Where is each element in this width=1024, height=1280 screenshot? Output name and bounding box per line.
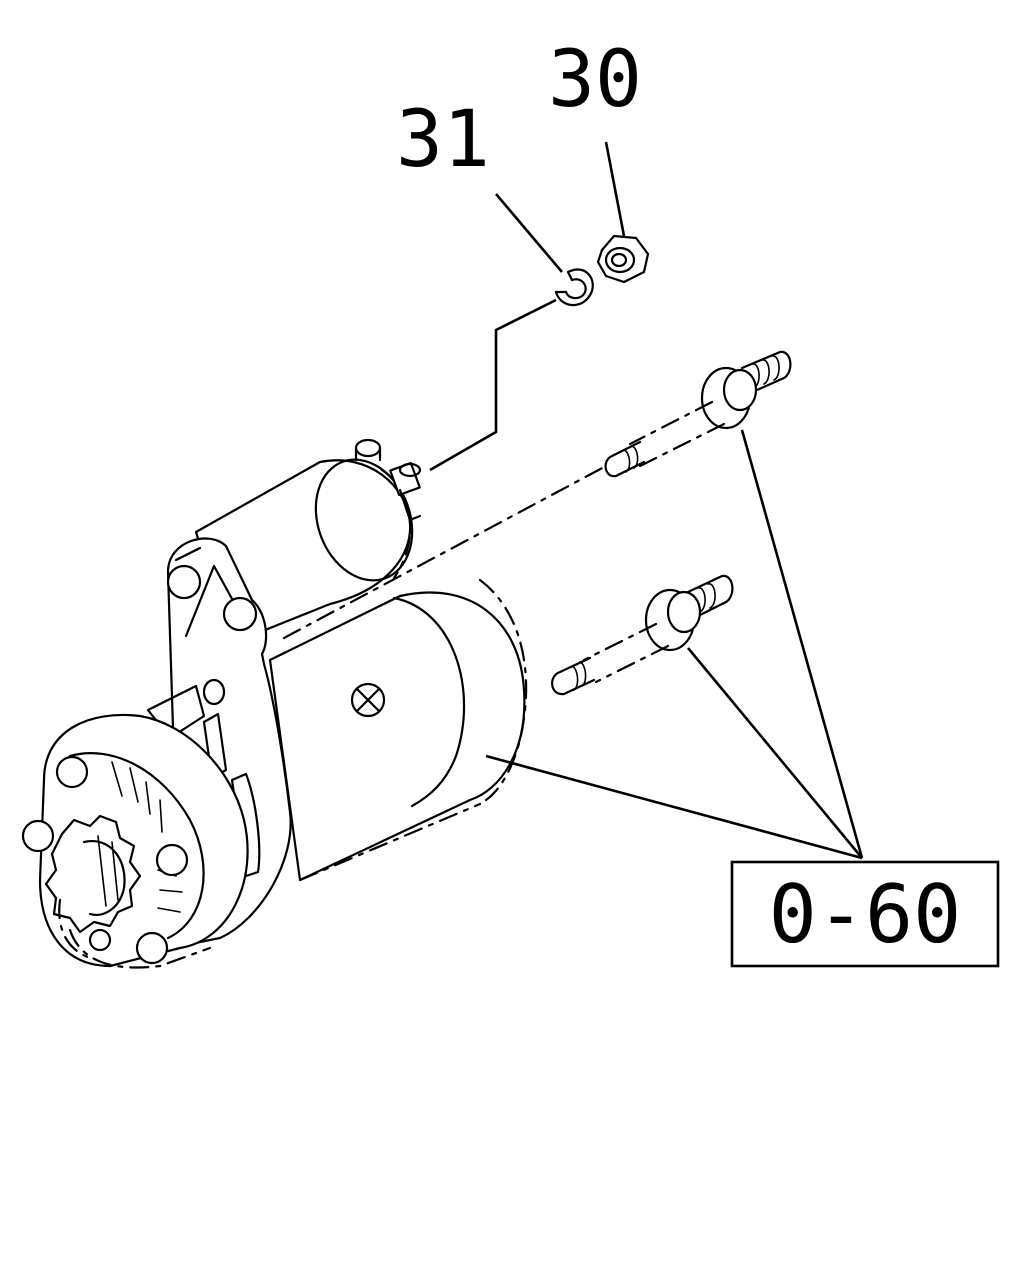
- callout-31-label[interactable]: 31: [396, 95, 490, 185]
- housing-bolt-4: [21, 819, 55, 853]
- flange-bolt-1: [166, 564, 202, 600]
- yoke-center-mark: [350, 682, 386, 718]
- leader-line-31: [495, 193, 563, 273]
- housing-bolt-3: [135, 931, 169, 965]
- leader-lower-bolt: [686, 647, 864, 859]
- flange-hole: [202, 678, 226, 706]
- flange-bolt-2: [222, 596, 258, 632]
- leader-upper-bolt: [740, 429, 864, 859]
- leader-motor-body: [485, 754, 863, 860]
- housing-bolt-1: [55, 755, 89, 789]
- motor-yoke: [268, 591, 526, 882]
- housing-bolt-5: [88, 928, 112, 952]
- hex-nut-part-30[interactable]: [596, 234, 650, 284]
- starter-motor-assembly[interactable]: [21, 438, 608, 969]
- lock-washer-part-31[interactable]: [554, 268, 594, 307]
- through-bolt-upper[interactable]: [604, 350, 792, 478]
- housing-bolt-2: [155, 843, 189, 877]
- reference-box-label: 0-60: [769, 868, 962, 961]
- leader-line-30: [604, 141, 626, 237]
- callout-30-label[interactable]: 30: [548, 35, 642, 125]
- washer-routing-line: [429, 298, 557, 472]
- through-bolt-lower[interactable]: [551, 574, 734, 696]
- reference-box-0-60[interactable]: 0-60: [730, 860, 1000, 968]
